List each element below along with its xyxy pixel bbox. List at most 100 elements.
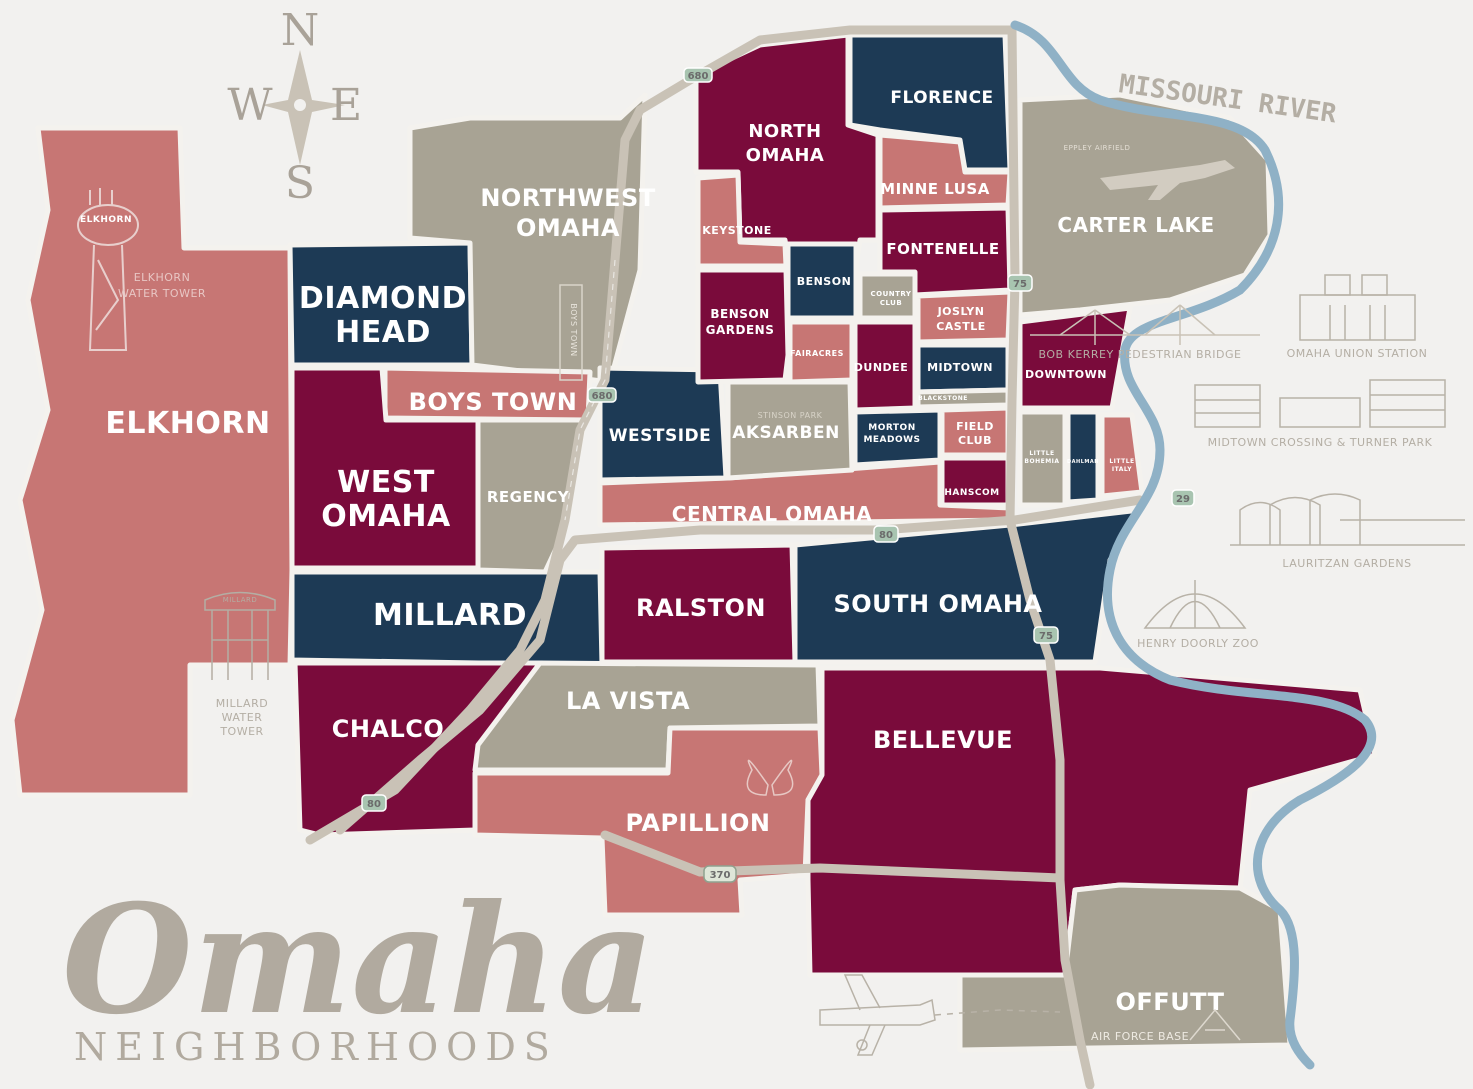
map-subtitle: NEIGHBORHOODS [74, 1025, 558, 1069]
label-downtown: DOWNTOWN [1025, 368, 1107, 381]
highway-shields: 680 680 80 80 75 75 370 29 [361, 67, 1195, 883]
air-force-icon [1189, 1008, 1241, 1041]
label-little-italy-2: ITALY [1112, 466, 1132, 473]
boys-town-sign-text: BOYS TOWN [569, 303, 578, 356]
region-carter-lake[interactable] [1017, 92, 1273, 318]
lauritzen-gardens-label: LAURITZAN GARDENS [1282, 557, 1411, 570]
label-northwest-omaha-1: NORTHWEST [480, 184, 656, 212]
shield-29: 29 [1171, 489, 1195, 507]
millard-water-tower [204, 591, 276, 680]
label-morton-meadows-2: MEADOWS [863, 435, 920, 445]
compass-south: S [285, 158, 315, 209]
label-west-omaha-2: OMAHA [321, 499, 451, 534]
svg-text:680: 680 [592, 391, 613, 402]
label-country-club-1: COUNTRY [871, 290, 912, 298]
label-minne-lusa: MINNE LUSA [880, 180, 990, 198]
label-fontenelle: FONTENELLE [886, 240, 999, 258]
shield-75-south: 75 [1033, 626, 1059, 644]
shield-80-south: 80 [361, 794, 387, 812]
label-aksarben: AKSARBEN [732, 423, 840, 443]
label-eppley-airfield: EPPLEY AIRFIELD [1064, 144, 1131, 152]
svg-text:75: 75 [1039, 631, 1053, 642]
label-elkhorn: ELKHORN [105, 406, 270, 441]
elkhorn-tower-sign: ELKHORN [80, 215, 132, 225]
elkhorn-tower-label-2: WATER TOWER [118, 287, 206, 300]
vintage-plane-icon [819, 974, 936, 1056]
region-elkhorn[interactable] [9, 125, 295, 798]
airplane-icon [1100, 160, 1235, 200]
label-la-vista: LA VISTA [566, 687, 690, 715]
label-central-omaha: CENTRAL OMAHA [672, 502, 872, 526]
label-dundee: DUNDEE [854, 361, 908, 374]
compass-east: E [330, 80, 362, 131]
midtown-crossing-icon [1194, 379, 1446, 428]
midtown-crossing-label: MIDTOWN CROSSING & TURNER PARK [1208, 436, 1433, 449]
label-offutt: OFFUTT [1116, 988, 1225, 1016]
union-station-icon [1299, 274, 1416, 341]
flight-path [934, 1009, 1061, 1016]
svg-text:80: 80 [367, 799, 381, 810]
region-keystone[interactable] [695, 172, 789, 269]
label-north-omaha-2: OMAHA [746, 145, 825, 166]
label-diamond-head-1: DIAMOND [299, 281, 467, 316]
label-northwest-omaha-2: OMAHA [516, 214, 620, 242]
region-westside[interactable] [597, 365, 729, 483]
label-little-italy-1: LITTLE [1109, 458, 1134, 465]
svg-text:29: 29 [1176, 494, 1190, 505]
road-hwy370 [600, 830, 1065, 883]
compass-north: N [281, 5, 320, 56]
butterfly-icon [746, 759, 794, 796]
region-benson-gardens[interactable] [695, 267, 791, 385]
region-northwest-omaha[interactable] [407, 92, 648, 385]
label-field-club-1: FIELD [956, 420, 994, 433]
shield-370: 370 [703, 865, 737, 883]
label-joslyn-castle-1: JOSLYN [937, 305, 985, 318]
label-joslyn-castle-2: CASTLE [936, 320, 986, 333]
region-fairacres[interactable] [787, 319, 855, 385]
region-little-bohemia[interactable] [1017, 409, 1068, 508]
label-benson-gardens-2: GARDENS [706, 323, 775, 337]
shield-680-mid: 680 [587, 387, 617, 403]
svg-text:75: 75 [1013, 279, 1027, 290]
label-chalco: CHALCO [332, 715, 445, 743]
label-blackstone: BLACKSTONE [918, 395, 968, 402]
label-little-bohemia-1: LITTLE [1029, 450, 1054, 457]
region-dahlman[interactable] [1065, 409, 1101, 505]
henry-doorly-zoo-label: HENRY DOORLY ZOO [1137, 637, 1259, 650]
label-offutt-sub: AIR FORCE BASE [1091, 1030, 1189, 1043]
label-diamond-head-2: HEAD [335, 315, 431, 350]
region-little-italy[interactable] [1099, 412, 1145, 499]
label-ralston: RALSTON [636, 594, 766, 622]
label-stinson-park: STINSON PARK [758, 411, 823, 420]
label-benson: BENSON [797, 275, 852, 288]
region-joslyn-castle[interactable] [915, 289, 1013, 345]
label-boys-town: BOYS TOWN [409, 388, 578, 416]
henry-doorly-zoo-icon [1143, 580, 1247, 629]
millard-tower-label-3: TOWER [219, 725, 263, 738]
lauritzen-gardens-icon [1230, 493, 1465, 546]
compass-rose: N S E W [227, 5, 362, 209]
label-benson-gardens-1: BENSON [710, 307, 769, 321]
label-morton-meadows-1: MORTON [868, 423, 915, 433]
label-millard: MILLARD [373, 598, 527, 633]
millard-tower-label-2: WATER [222, 711, 263, 724]
label-carter-lake: CARTER LAKE [1057, 213, 1214, 237]
label-south-omaha: SOUTH OMAHA [833, 590, 1042, 618]
shield-75-north: 75 [1007, 274, 1033, 292]
label-westside: WESTSIDE [609, 426, 712, 446]
label-dahlman: DAHLMAN [1067, 459, 1099, 465]
millard-tower-label-1: MILLARD [216, 697, 268, 710]
shield-80-central: 80 [873, 525, 899, 543]
elkhorn-water-tower [77, 188, 139, 351]
bob-kerrey-bridge-icon [1030, 304, 1260, 345]
compass-west: W [227, 80, 273, 131]
region-downtown[interactable] [1017, 305, 1133, 411]
label-hanscom: HANSCOM [944, 488, 999, 498]
region-country-club[interactable] [857, 271, 918, 321]
label-north-omaha-1: NORTH [748, 121, 821, 142]
map-title: Omaha [62, 872, 655, 1048]
region-dundee[interactable] [852, 319, 918, 413]
label-papillion: PAPILLION [626, 809, 771, 837]
